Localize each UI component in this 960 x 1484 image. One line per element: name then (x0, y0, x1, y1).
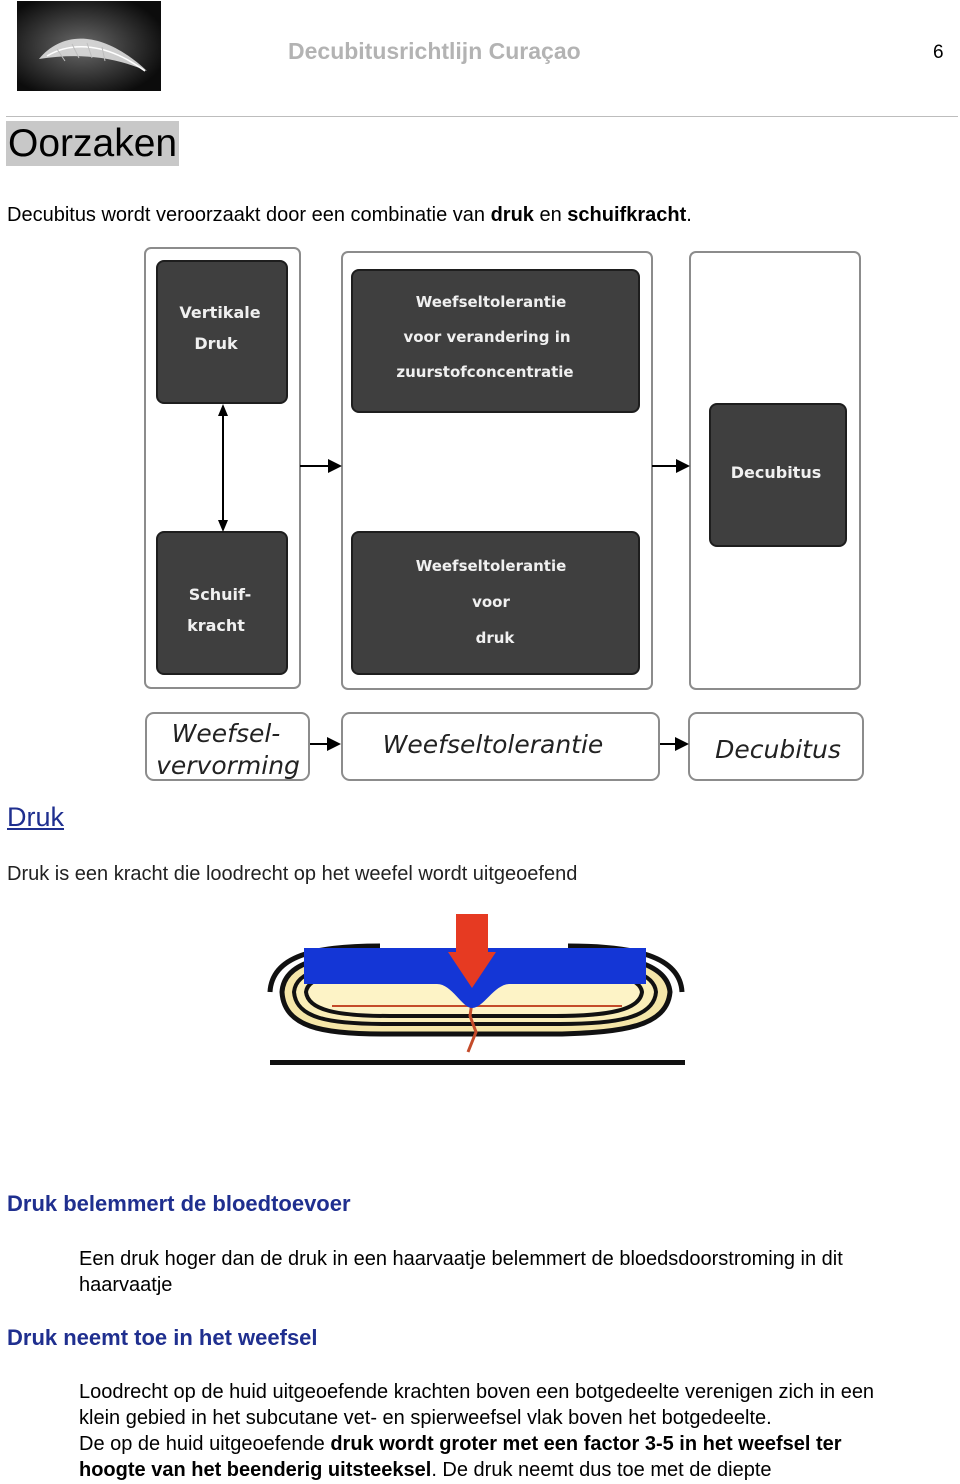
svg-text:Weefseltolerantie: Weefseltolerantie (383, 730, 604, 759)
causes-diagram: Vertikale Druk Schuif- kracht Weefseltol… (144, 247, 864, 781)
svg-text:kracht: kracht (187, 616, 245, 635)
svg-text:Decubitus: Decubitus (715, 735, 841, 764)
box-shear-force (156, 531, 288, 675)
svg-text:vervorming: vervorming (156, 751, 300, 780)
svg-text:voor verandering in: voor verandering in (403, 328, 570, 346)
box-pressure-tolerance (351, 531, 640, 675)
svg-text:Decubitus: Decubitus (731, 463, 822, 482)
box-vertical-pressure (156, 260, 288, 404)
subsection-heading-tissue-pressure: Druk neemt toe in het weefsel (7, 1325, 318, 1350)
header-divider (6, 116, 958, 117)
svg-text:zuurstofconcentratie: zuurstofconcentratie (396, 363, 573, 381)
svg-text:Weefseltolerantie: Weefseltolerantie (416, 557, 567, 575)
page-number: 6 (933, 42, 944, 63)
subsection-heading-blood-supply: Druk belemmert de bloedtoevoer (7, 1191, 351, 1216)
svg-text:druk: druk (476, 629, 516, 647)
box-decubitus (709, 403, 847, 547)
blood-supply-paragraph: Een druk hoger dan de druk in een haarva… (79, 1248, 843, 1296)
svg-text:voor: voor (472, 593, 510, 611)
svg-text:Weefsel-: Weefsel- (172, 719, 281, 748)
svg-text:Druk: Druk (194, 334, 238, 353)
document-title: Decubitusrichtlijn Curaçao (288, 38, 581, 64)
svg-text:Weefseltolerantie: Weefseltolerantie (416, 293, 567, 311)
druk-heading[interactable]: Druk (7, 802, 65, 832)
label-box-tolerance (341, 712, 660, 781)
section-heading: Oorzaken (6, 121, 180, 166)
box-oxygen-tolerance (351, 269, 640, 413)
tissue-pressure-paragraph: Loodrecht op de huid uitgeoefende kracht… (79, 1381, 875, 1481)
label-box-deformation (145, 712, 310, 781)
pressure-illustration (267, 914, 685, 1065)
intro-paragraph: Decubitus wordt veroorzaakt door een com… (7, 204, 692, 226)
feather-logo (17, 1, 161, 91)
druk-definition: Druk is een kracht die loodrecht op het … (7, 863, 578, 885)
svg-text:Vertikale: Vertikale (179, 303, 260, 322)
svg-text:Schuif-: Schuif- (189, 585, 252, 604)
label-box-decubitus (688, 712, 864, 781)
